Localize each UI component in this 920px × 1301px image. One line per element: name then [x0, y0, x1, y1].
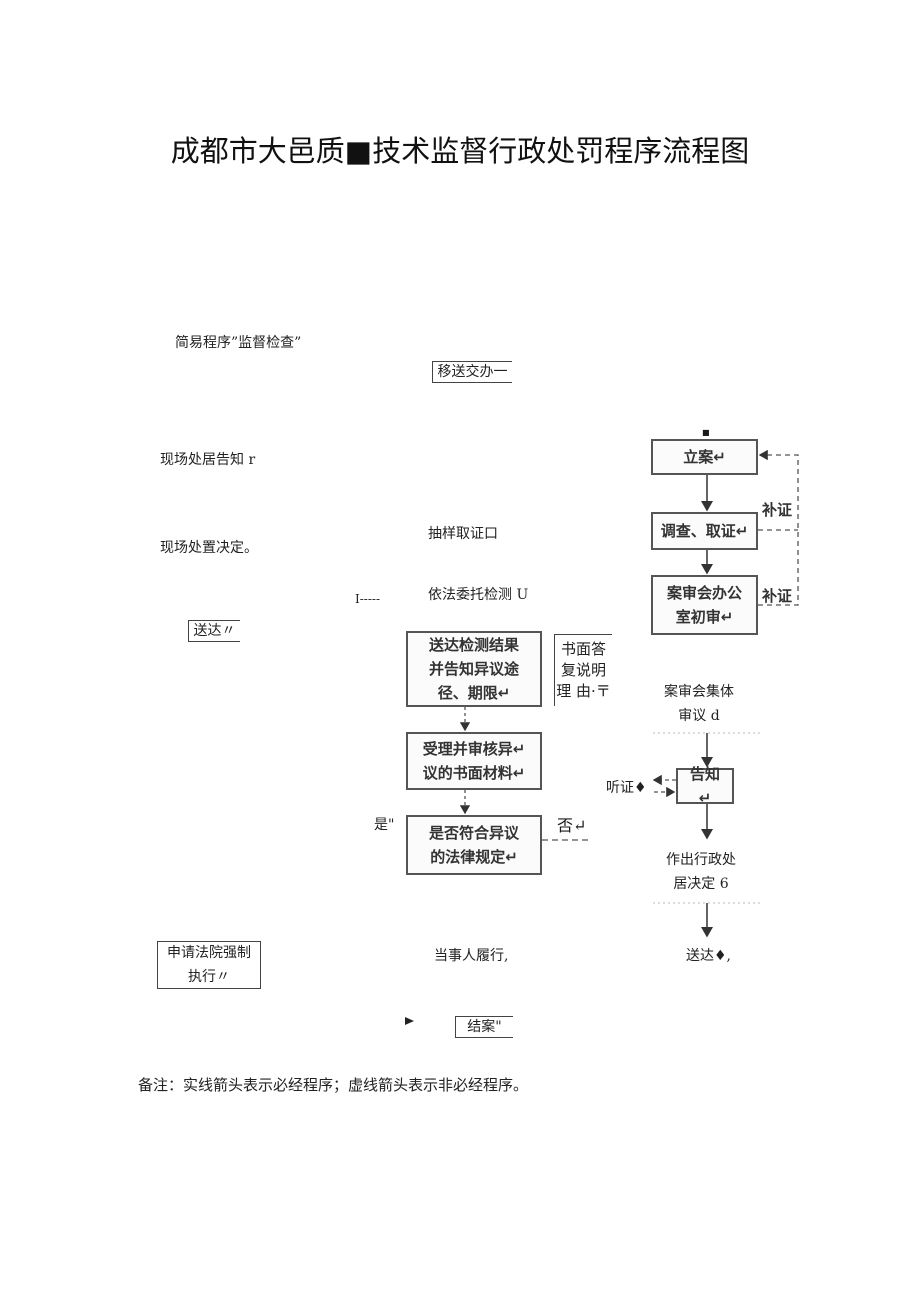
deliver-right-label: 送达♦,: [686, 948, 732, 964]
entrust-test-label: 依法委托检测 U: [428, 587, 529, 603]
hearing-label: 听证♦: [606, 780, 647, 796]
yes-label: 是": [374, 817, 395, 833]
deliver-result-box: 送达检测结果 并告知异议途 径、期限↵: [406, 631, 542, 707]
file-case-box: 立案↵: [651, 439, 758, 475]
dashed-supplement-loop: [758, 449, 799, 606]
onsite-decision-label: 现场处置决定。: [160, 540, 258, 556]
inform-box: 告知↵: [676, 765, 734, 807]
court-enforce-box: 申请法院强制 执行〃: [157, 941, 261, 989]
footnote: 备注：实线箭头表示必经程序；虚线箭头表示非必经程序。: [138, 1076, 529, 1094]
supplement-label-2: 补证: [762, 587, 793, 605]
investigate-box: 调查、取证↵: [651, 512, 758, 550]
sampling-label: 抽样取证口: [428, 526, 498, 542]
simple-procedure-label: 简易程序”监督检查”: [175, 335, 302, 351]
transfer-box: 移送交办一: [432, 361, 512, 383]
deliver-box-left: 送达〃: [188, 620, 240, 642]
close-case-box: 结案": [455, 1016, 513, 1038]
supplement-label-1: 补证: [762, 501, 793, 519]
top-mark: ■: [702, 428, 710, 437]
no-label: 否↵: [557, 816, 587, 835]
accept-review-box: 受理并审核异↵ 议的书面材料↵: [406, 732, 542, 790]
collective-review-label: 案审会集体 审议 d: [664, 684, 734, 724]
page-title: 成都市大邑质■技术监督行政处罚程序流程图: [170, 134, 750, 168]
office-review-box: 案审会办公 室初审↵: [651, 575, 758, 635]
party-performs-label: 当事人履行,: [434, 948, 509, 964]
close-case-arrowhead: [405, 1017, 414, 1025]
penalty-decision-label: 作出行政处 居决定 6: [666, 852, 736, 892]
dash-mark: I-----: [355, 592, 381, 606]
written-reply-box: 书面答 复说明 理 由·〒: [554, 634, 612, 706]
onsite-notice-label: 现场处居告知 r: [160, 452, 256, 468]
compliant-box: 是否符合异议 的法律规定↵: [406, 815, 542, 875]
